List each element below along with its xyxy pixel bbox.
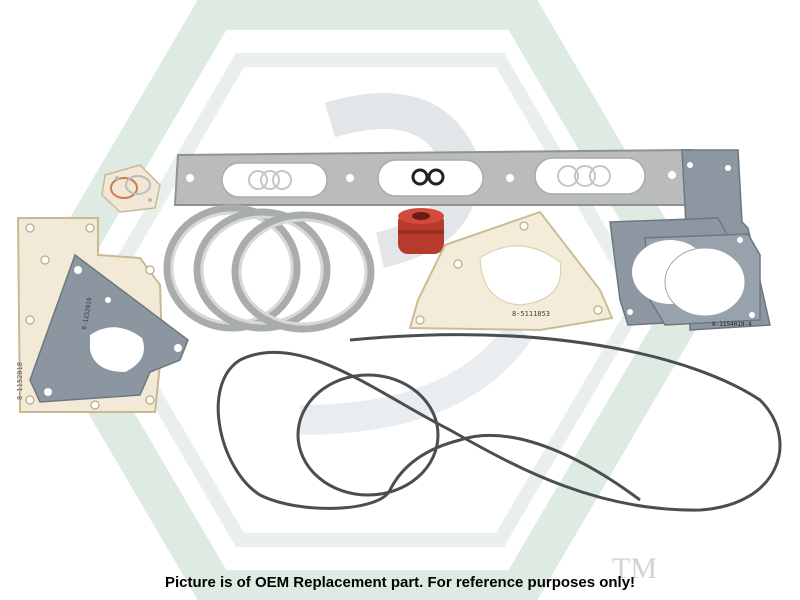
svg-text:8-1154019-4: 8-1154019-4	[712, 321, 752, 328]
svg-text:8-1152018: 8-1152018	[16, 362, 24, 400]
metal-ring-gaskets	[163, 204, 375, 333]
svg-text:8-5111853: 8-5111853	[512, 310, 550, 318]
o-ring-seals	[216, 333, 782, 512]
blue-gray-gasket-left: 8-1152019	[29, 253, 189, 403]
paper-gasket-center: 8-5111853	[408, 210, 614, 332]
trademark-mark: TM	[612, 552, 657, 585]
manifold-gasket	[173, 148, 692, 206]
gray-gaskets-right: 8-1154019-4	[609, 149, 771, 331]
red-rubber-seal	[398, 208, 444, 254]
small-washer-gasket	[101, 164, 161, 213]
disclaimer-caption: Picture is of OEM Replacement part. For …	[164, 574, 636, 591]
